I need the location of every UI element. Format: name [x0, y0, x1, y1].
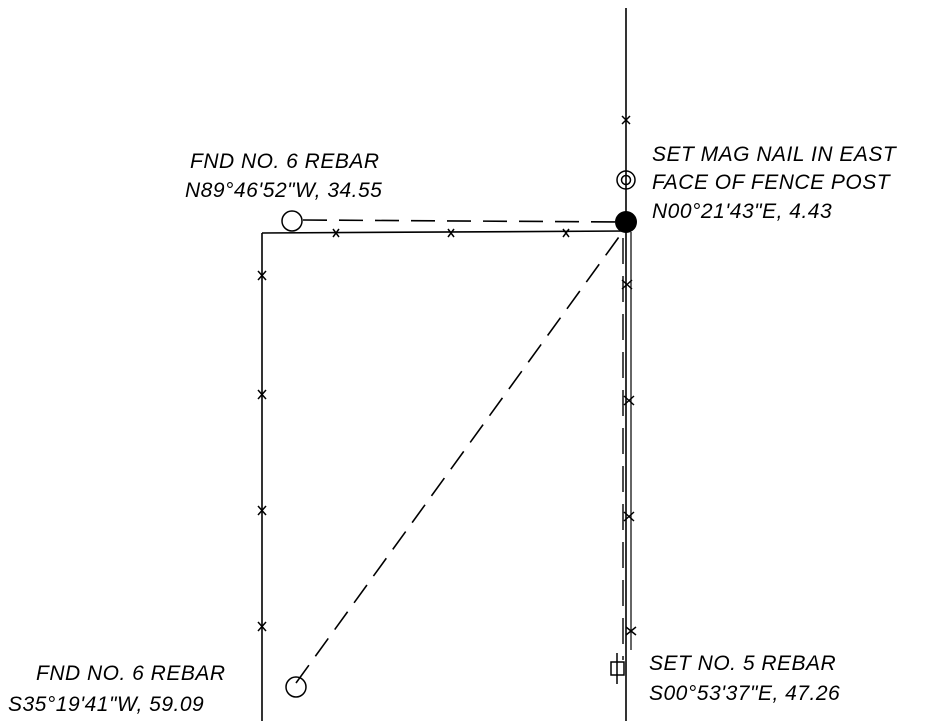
- sw-rebar-bearing: S35°19'41"W, 59.09: [8, 693, 204, 716]
- x-mark-icon: [625, 626, 637, 636]
- x-mark-icon: [257, 389, 267, 400]
- x-mark-icon: [257, 505, 267, 516]
- x-mark-icon: [621, 115, 631, 125]
- x-mark-icon: [623, 395, 635, 406]
- fence-markers: [257, 115, 637, 636]
- mag-nail-bearing: N00°21'43"E, 4.43: [652, 200, 832, 223]
- x-mark-icon: [623, 511, 635, 522]
- se-rebar-bearing: S00°53'37"E, 47.26: [649, 682, 840, 705]
- sw-rebar-title: FND NO. 6 REBAR: [36, 662, 226, 685]
- filled-circle-icon: [615, 211, 637, 233]
- x-mark-icon: [562, 228, 570, 238]
- x-mark-icon: [257, 270, 267, 281]
- nw-rebar-title: FND NO. 6 REBAR: [190, 150, 380, 173]
- open-circle-icon: [281, 210, 303, 232]
- x-mark-icon: [621, 279, 633, 290]
- diagonal-boundary-dashed: [295, 229, 625, 684]
- north-boundary-dashed: [302, 219, 627, 223]
- se-rebar-title: SET NO. 5 REBAR: [649, 652, 836, 675]
- double-circle-icon: [616, 170, 636, 190]
- north-fence-line: [261, 230, 627, 234]
- mag-nail-line1: SET MAG NAIL IN EAST: [652, 143, 898, 166]
- open-circle-icon: [285, 676, 307, 698]
- square-cross-icon: [610, 653, 625, 684]
- x-mark-icon: [332, 228, 340, 238]
- x-mark-icon: [447, 228, 455, 238]
- x-mark-icon: [257, 621, 267, 632]
- nw-rebar-bearing: N89°46'52"W, 34.55: [185, 179, 382, 202]
- mag-nail-line2: FACE OF FENCE POST: [652, 171, 892, 194]
